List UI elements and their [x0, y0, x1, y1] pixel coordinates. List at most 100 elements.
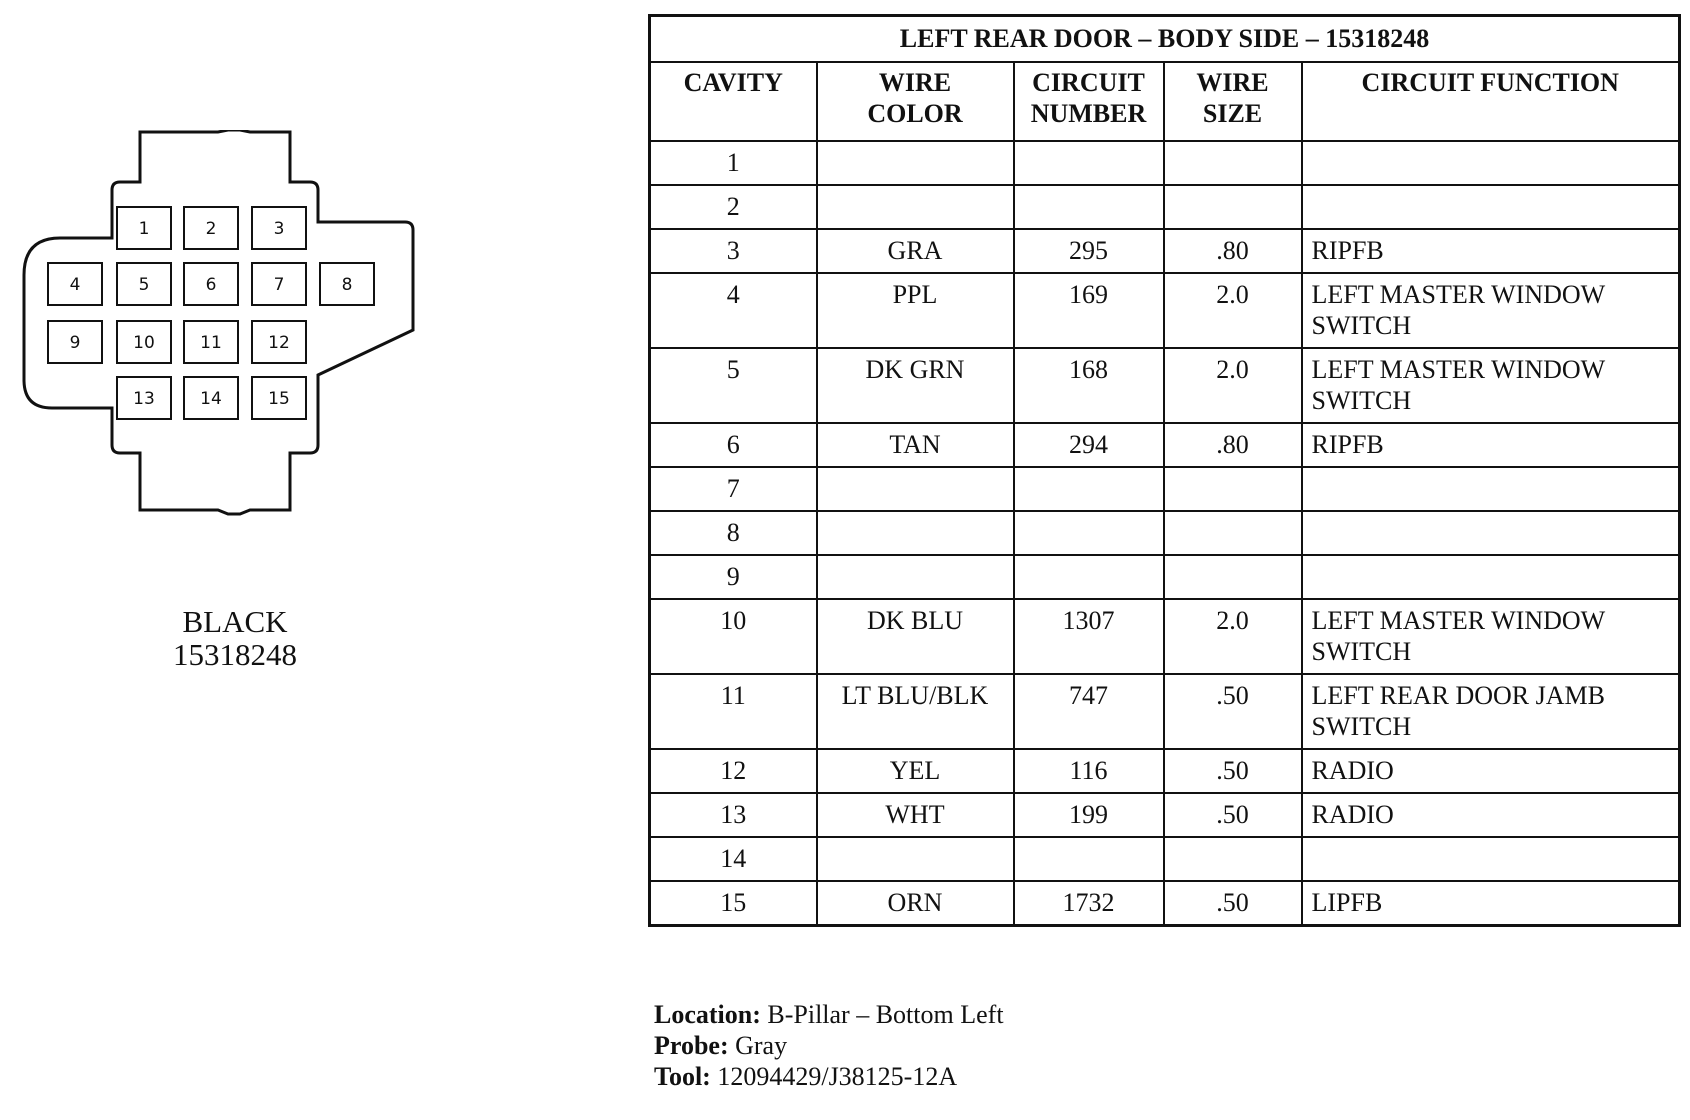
tool-label: Tool:	[654, 1062, 711, 1091]
table-row: 14	[648, 836, 1681, 882]
cavity-box	[116, 320, 172, 364]
cell-circuit-function	[1300, 554, 1681, 600]
cell-wire-size: .80	[1162, 422, 1303, 468]
cavity-box	[116, 376, 172, 420]
cavity-number-label: 10	[133, 333, 155, 353]
cell-cavity: 10	[648, 598, 818, 675]
cavity-box	[251, 206, 307, 250]
cell-circuit-function: LEFT MASTER WINDOW SWITCH	[1300, 598, 1681, 675]
table-row: 7	[648, 466, 1681, 512]
cell-cavity: 8	[648, 510, 818, 556]
cell-cavity: 9	[648, 554, 818, 600]
cavity-box	[183, 262, 239, 306]
cell-circuit-function: RADIO	[1300, 748, 1681, 794]
cell-wire-color	[815, 836, 1015, 882]
cavity-number-label: 13	[133, 389, 155, 409]
cavity-number-label: 11	[200, 333, 222, 353]
cavity-box	[251, 376, 307, 420]
location-label: Location:	[654, 1000, 761, 1029]
cell-wire-size: .80	[1162, 228, 1303, 274]
cavity-box	[116, 206, 172, 250]
connector-color: BLACK	[182, 604, 288, 639]
cell-wire-size: .50	[1162, 748, 1303, 794]
header-cavity: CAVITY	[648, 61, 818, 142]
cell-wire-color: DK GRN	[815, 347, 1015, 424]
cell-wire-color: ORN	[815, 880, 1015, 926]
cell-wire-color: WHT	[815, 792, 1015, 838]
connector-notes: Location: B-Pillar – Bottom Left Probe: …	[654, 999, 1004, 1092]
cell-circuit-number: 1732	[1012, 880, 1165, 926]
cell-circuit-function	[1300, 466, 1681, 512]
cell-circuit-number: 747	[1012, 673, 1165, 750]
tool-value: 12094429/J38125-12A	[717, 1062, 958, 1091]
cell-circuit-number	[1012, 466, 1165, 512]
cell-cavity: 6	[648, 422, 818, 468]
probe-note: Probe: Gray	[654, 1030, 1004, 1061]
cell-circuit-number: 294	[1012, 422, 1165, 468]
cavity-number-label: 6	[206, 275, 217, 295]
cavity-number-label: 15	[268, 389, 290, 409]
location-value: B-Pillar – Bottom Left	[767, 1000, 1004, 1029]
cavity-box	[116, 262, 172, 306]
cell-wire-size: 2.0	[1162, 598, 1303, 675]
cell-circuit-function	[1300, 184, 1681, 230]
cell-wire-color	[815, 554, 1015, 600]
cavity-box	[47, 262, 103, 306]
cell-circuit-number: 199	[1012, 792, 1165, 838]
cavity-box	[251, 262, 307, 306]
connector-part-number: 15318248	[173, 637, 297, 672]
cell-cavity: 5	[648, 347, 818, 424]
cell-circuit-number: 169	[1012, 272, 1165, 349]
cell-wire-color: DK BLU	[815, 598, 1015, 675]
cell-wire-size	[1162, 510, 1303, 556]
cell-circuit-function: LEFT REAR DOOR JAMB SWITCH	[1300, 673, 1681, 750]
cell-wire-color	[815, 140, 1015, 186]
cavity-number-label: 1	[139, 219, 150, 239]
cavity-number-label: 9	[70, 333, 81, 353]
connector-caption: BLACK 15318248	[100, 605, 370, 671]
pinout-table: LEFT REAR DOOR – BODY SIDE – 15318248 CA…	[648, 14, 1681, 927]
probe-label: Probe:	[654, 1031, 729, 1060]
header-circuit-number: CIRCUIT NUMBER	[1012, 61, 1165, 142]
cavity-number-label: 7	[274, 275, 285, 295]
cavity-box	[183, 376, 239, 420]
cell-wire-size	[1162, 836, 1303, 882]
cell-circuit-number	[1012, 140, 1165, 186]
cell-wire-color: LT BLU/BLK	[815, 673, 1015, 750]
cell-cavity: 11	[648, 673, 818, 750]
cell-wire-size	[1162, 466, 1303, 512]
table-row: 9	[648, 554, 1681, 600]
header-wire-color: WIRE COLOR	[815, 61, 1015, 142]
location-note: Location: B-Pillar – Bottom Left	[654, 999, 1004, 1030]
cell-circuit-function: RIPFB	[1300, 422, 1681, 468]
cell-wire-size: .50	[1162, 792, 1303, 838]
cell-circuit-function	[1300, 140, 1681, 186]
cavity-box	[251, 320, 307, 364]
cell-wire-color	[815, 466, 1015, 512]
cavity-box	[183, 206, 239, 250]
cell-circuit-function: RADIO	[1300, 792, 1681, 838]
cell-cavity: 7	[648, 466, 818, 512]
cavity-number-label: 3	[274, 219, 285, 239]
connector-outline	[22, 130, 415, 516]
cell-cavity: 4	[648, 272, 818, 349]
table-row: 1	[648, 140, 1681, 186]
cell-circuit-number: 295	[1012, 228, 1165, 274]
cell-circuit-number: 1307	[1012, 598, 1165, 675]
cell-circuit-number: 116	[1012, 748, 1165, 794]
cell-cavity: 12	[648, 748, 818, 794]
cell-wire-color: PPL	[815, 272, 1015, 349]
cell-circuit-number: 168	[1012, 347, 1165, 424]
cell-circuit-function	[1300, 836, 1681, 882]
